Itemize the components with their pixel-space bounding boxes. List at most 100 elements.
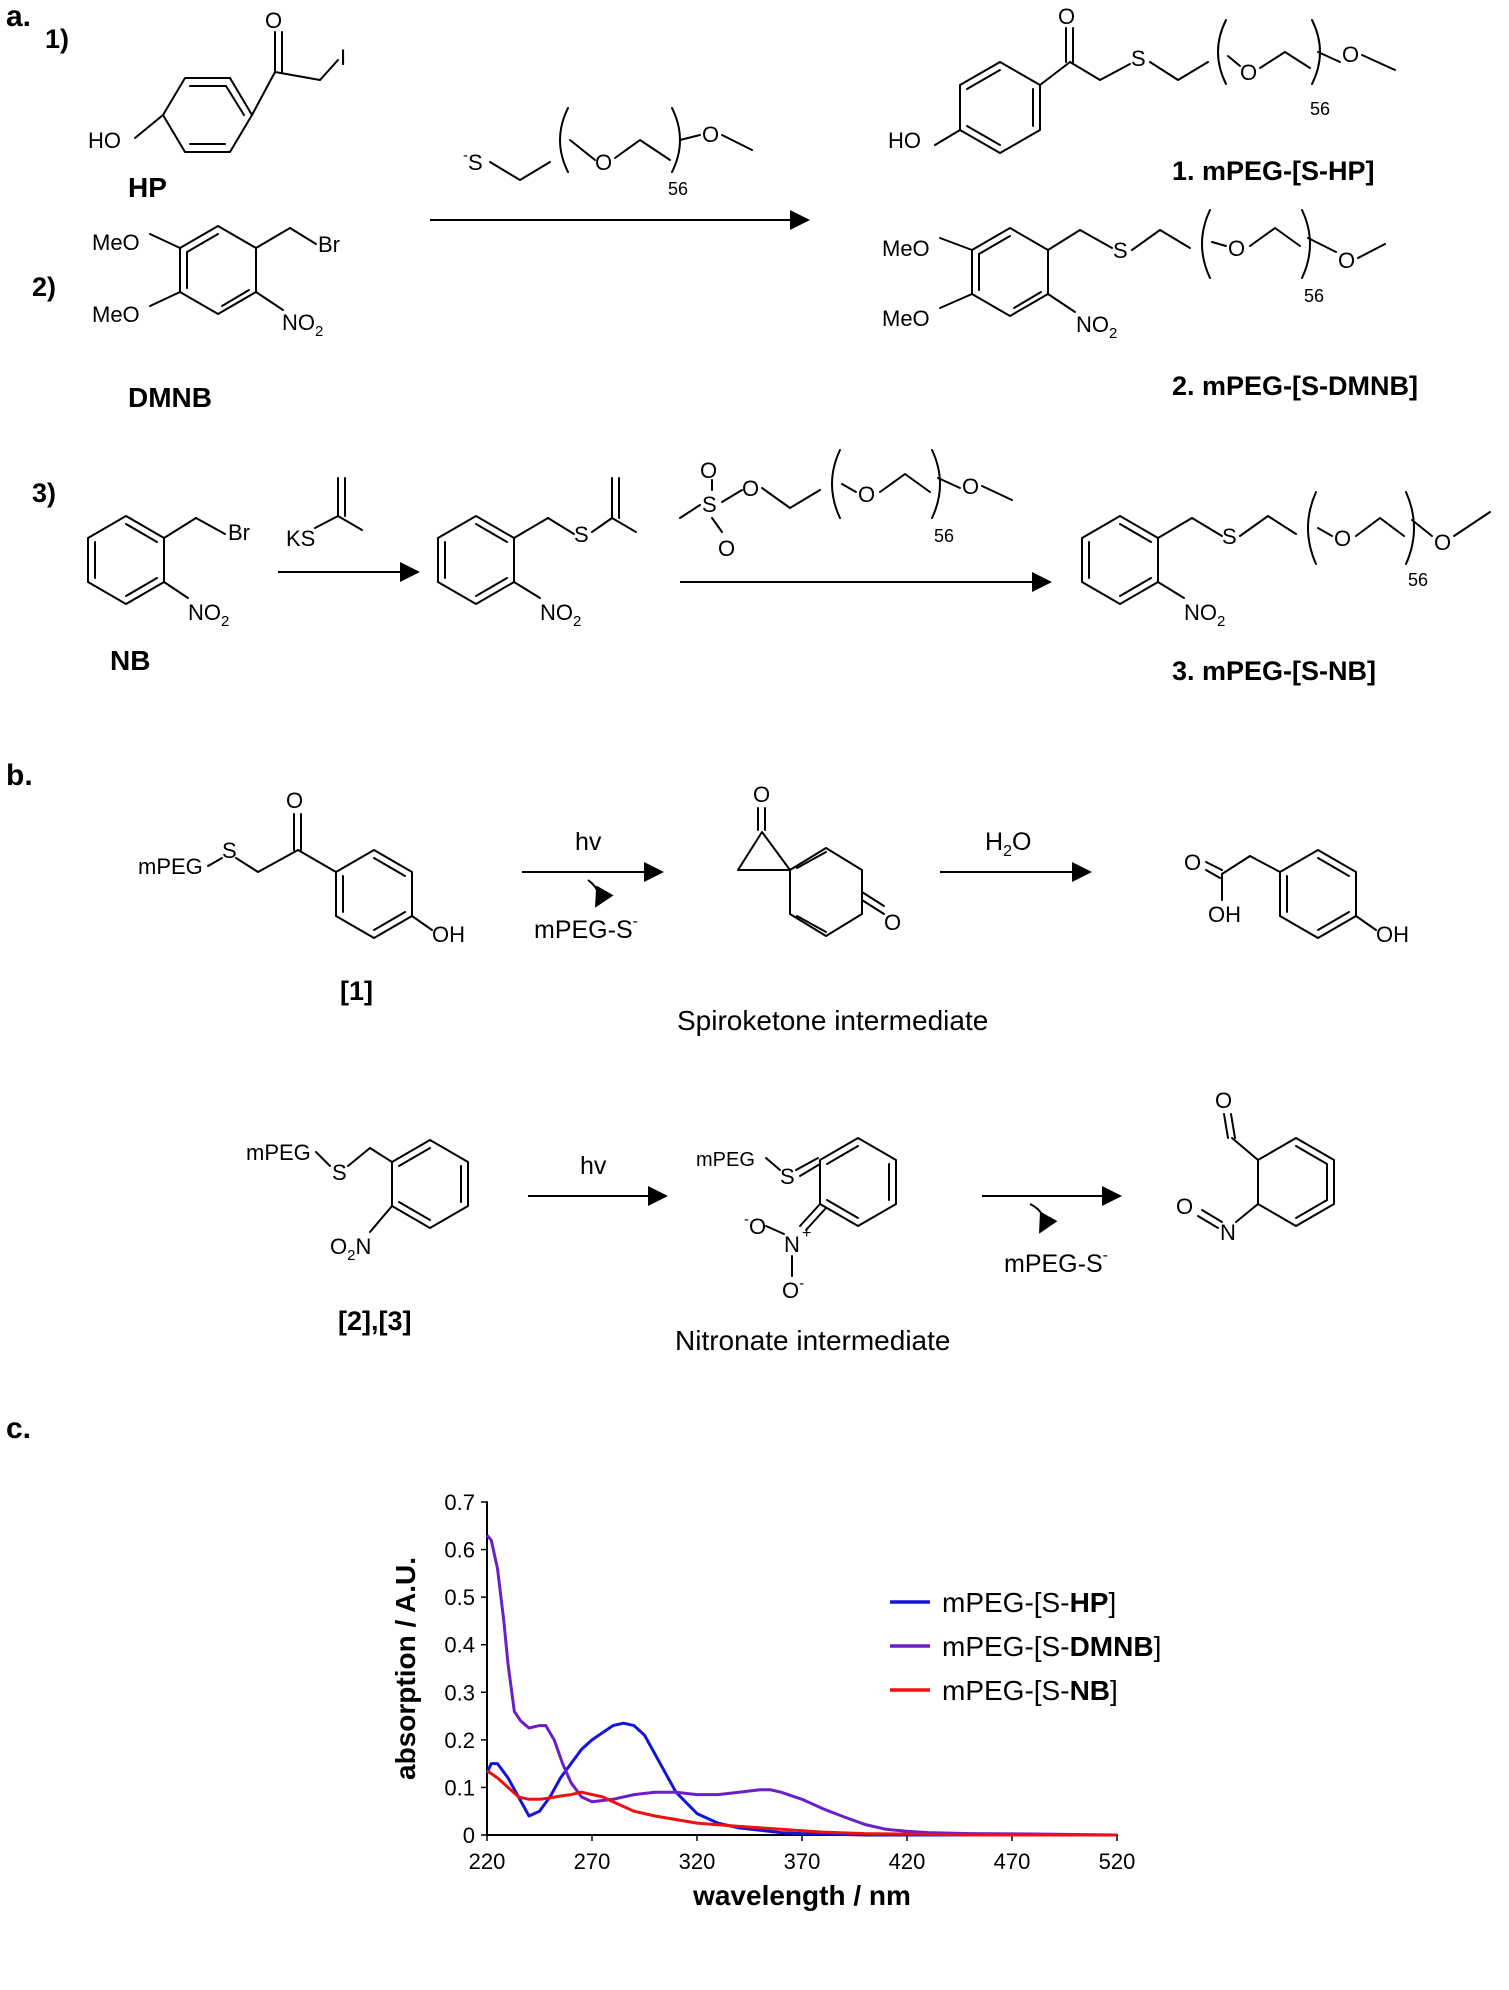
leaving-group-2: mPEG-S- — [1004, 1247, 1108, 1278]
svg-text:O: O — [1334, 526, 1351, 551]
svg-text:S: S — [222, 838, 237, 863]
y-tick-label: 0.6 — [444, 1538, 475, 1563]
svg-text:OH: OH — [1376, 922, 1409, 947]
svg-text:NO2: NO2 — [188, 600, 229, 630]
svg-text:56: 56 — [668, 179, 688, 199]
svg-text:S: S — [780, 1164, 795, 1189]
nb-intermediate-structure: S NO2 — [437, 477, 637, 630]
hv-label-1: hv — [575, 828, 602, 856]
svg-text:KS: KS — [286, 526, 315, 551]
y-tick-label: 0.5 — [444, 1585, 475, 1610]
product-1-name: 1. mPEG-[S-HP] — [1172, 156, 1375, 186]
x-tick-label: 320 — [679, 1849, 716, 1874]
svg-text:NO2: NO2 — [1076, 312, 1117, 342]
nitronate-structure: mPEG S N + -O O- — [696, 1137, 897, 1303]
spiroketone-caption: Spiroketone intermediate — [677, 1005, 988, 1036]
svg-text:O: O — [962, 474, 979, 499]
svg-text:O: O — [1184, 850, 1201, 875]
svg-text:OH: OH — [1208, 902, 1241, 927]
series-line-dmnb — [485, 1534, 1118, 1837]
product-3-name: 3. mPEG-[S-NB] — [1172, 656, 1376, 686]
svg-text:+: + — [802, 1225, 811, 1242]
nitronate-caption: Nitronate intermediate — [675, 1325, 950, 1356]
nb-structure: Br NO2 — [87, 515, 250, 630]
svg-text:O: O — [1058, 4, 1075, 29]
x-tick-label: 520 — [1099, 1849, 1136, 1874]
compound-1-label: [1] — [340, 976, 373, 1006]
svg-text:S: S — [1131, 46, 1146, 71]
product-3-structure: S O 56 O NO2 — [1081, 491, 1491, 630]
peg-mesylate-reagent: S O O O O 56 O — [679, 449, 1013, 561]
panel-a-label: a. — [6, 0, 31, 33]
legend-label-dmnb: mPEG-[S-DMNB] — [942, 1631, 1161, 1662]
svg-text:mPEG: mPEG — [138, 854, 203, 879]
product-2-name: 2. mPEG-[S-DMNB] — [1172, 371, 1418, 401]
hv-label-2: hv — [580, 1152, 607, 1180]
svg-text:O: O — [718, 536, 735, 561]
leaving-group-1: mPEG-S- — [534, 913, 638, 944]
y-tick-label: 0 — [463, 1823, 475, 1848]
svg-text:NO2: NO2 — [1184, 600, 1225, 630]
svg-text:-O: -O — [744, 1211, 766, 1239]
series-line-hp — [485, 1721, 1117, 1837]
y-tick-label: 0.1 — [444, 1775, 475, 1800]
svg-text:mPEG: mPEG — [246, 1140, 311, 1165]
x-tick-label: 370 — [784, 1849, 821, 1874]
svg-text:56: 56 — [1304, 286, 1324, 306]
series-layer — [485, 1534, 1118, 1837]
thioacetate-reagent: KS — [286, 477, 363, 551]
carbonyl-o-label: O — [265, 8, 282, 33]
svg-text:N: N — [1220, 1220, 1236, 1245]
svg-text:MeO: MeO — [882, 236, 930, 261]
y-tick-label: 0.2 — [444, 1728, 475, 1753]
svg-text:O: O — [1434, 530, 1451, 555]
svg-text:mPEG: mPEG — [696, 1149, 755, 1171]
svg-text:MeO: MeO — [882, 306, 930, 331]
svg-text:O: O — [1215, 1088, 1232, 1113]
compound-2-3-structure: mPEG S O2N — [246, 1139, 469, 1264]
svg-text:O: O — [286, 788, 303, 813]
svg-text:O: O — [884, 910, 901, 935]
svg-text:O: O — [1338, 248, 1355, 273]
release-curved-arrow-2 — [1029, 1203, 1058, 1234]
reaction-2-label: 2) — [32, 272, 56, 302]
product-1-structure: O S O 56 O HO — [888, 4, 1396, 154]
svg-text:HO: HO — [888, 128, 921, 153]
y-axis-title: absorption / A.U. — [390, 1557, 421, 1780]
hp-name: HP — [128, 172, 167, 203]
svg-text:S: S — [1222, 524, 1237, 549]
x-tick-label: 220 — [469, 1849, 506, 1874]
legend-label-nb: mPEG-[S-NB] — [942, 1675, 1118, 1706]
nb-name: NB — [110, 645, 150, 676]
y-axis-ticks: 00.10.20.30.40.50.60.7 — [444, 1490, 487, 1848]
svg-text:56: 56 — [1310, 99, 1330, 119]
y-tick-label: 0.7 — [444, 1490, 475, 1515]
hp-structure: O I HO — [88, 8, 346, 153]
svg-text:O: O — [1240, 60, 1257, 85]
iodo-label: I — [340, 45, 346, 70]
svg-text:-S: -S — [463, 147, 483, 175]
svg-text:O: O — [1176, 1194, 1193, 1219]
compound-2-3-label: [2],[3] — [338, 1306, 412, 1336]
dmnb-name: DMNB — [128, 382, 212, 413]
methoxy-top-label: MeO — [92, 230, 140, 255]
svg-text:56: 56 — [934, 526, 954, 546]
hydroxyl-label: HO — [88, 128, 121, 153]
x-tick-label: 420 — [889, 1849, 926, 1874]
nitroso-aldehyde-structure: O N O — [1176, 1088, 1335, 1245]
x-tick-label: 270 — [574, 1849, 611, 1874]
reaction-3-label: 3) — [32, 478, 56, 508]
legend-label-hp: mPEG-[S-HP] — [942, 1587, 1116, 1618]
methoxy-bottom-label: MeO — [92, 302, 140, 327]
product-2-structure: MeO MeO NO2 S O 56 O — [882, 209, 1386, 342]
svg-text:N: N — [784, 1232, 800, 1257]
compound-1-structure: mPEG S O OH — [138, 788, 465, 947]
nitro-label: NO2 — [282, 310, 323, 340]
x-axis-title: wavelength / nm — [692, 1880, 911, 1911]
svg-text:O-: O- — [782, 1275, 804, 1303]
y-tick-label: 0.4 — [444, 1633, 475, 1658]
svg-text:O: O — [702, 122, 719, 147]
